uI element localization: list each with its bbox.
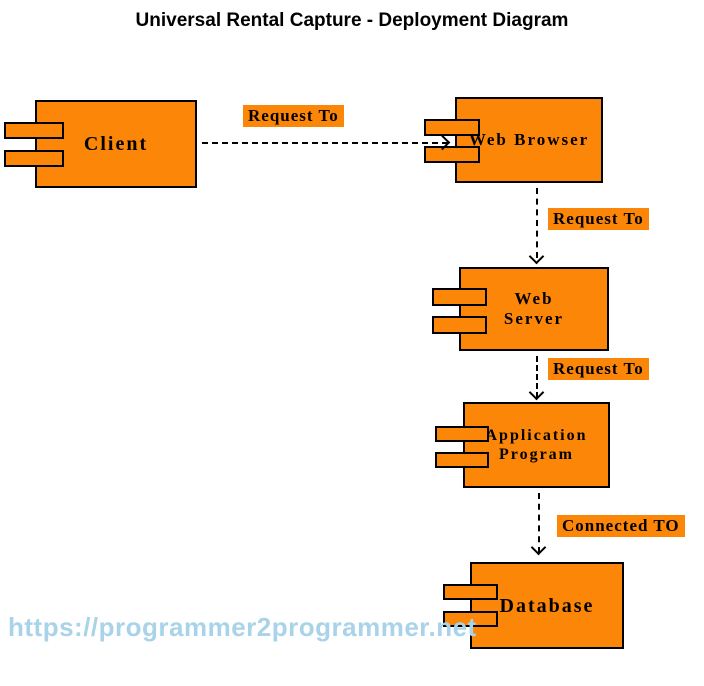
diagram-title: Universal Rental Capture - Deployment Di… (135, 10, 569, 31)
component-tab-icon (432, 288, 487, 306)
connection-label-request-to-3: Request To (548, 358, 649, 380)
component-tab-icon (4, 122, 64, 139)
component-tab-icon (4, 150, 64, 167)
arrow-application-program-to-database (538, 493, 540, 553)
arrowhead-down-icon (530, 539, 547, 556)
component-application-program-label: Application Program (485, 426, 588, 463)
arrowhead-down-icon (528, 384, 545, 401)
watermark-url: https://programmer2programmer.net (8, 612, 477, 642)
component-application-program-box: Application Program (463, 402, 610, 488)
component-tab-icon (424, 119, 480, 136)
arrow-web-server-to-application-program (536, 356, 538, 398)
arrowhead-down-icon (528, 248, 545, 265)
component-tab-icon (443, 584, 498, 600)
component-client-box: Client (35, 100, 197, 188)
component-web-browser-box: Web Browser (455, 97, 603, 183)
component-web-server-box: Web Server (459, 267, 609, 351)
component-tab-icon (432, 316, 487, 334)
arrow-client-to-web-browser (202, 142, 448, 144)
component-tab-icon (424, 146, 480, 163)
component-web-server-label: Web Server (503, 288, 565, 328)
connection-label-request-to-2: Request To (548, 208, 649, 230)
component-database-box: Database (470, 562, 624, 649)
component-tab-icon (435, 452, 489, 468)
component-tab-icon (435, 426, 489, 442)
connection-label-connected-to: Connected TO (557, 515, 685, 537)
component-tab-icon (443, 611, 498, 627)
component-web-browser-label: Web Browser (468, 129, 590, 149)
component-client-label: Client (83, 133, 149, 155)
connection-label-request-to-1: Request To (243, 105, 344, 127)
arrow-web-browser-to-web-server (536, 188, 538, 258)
component-database-label: Database (499, 594, 595, 617)
